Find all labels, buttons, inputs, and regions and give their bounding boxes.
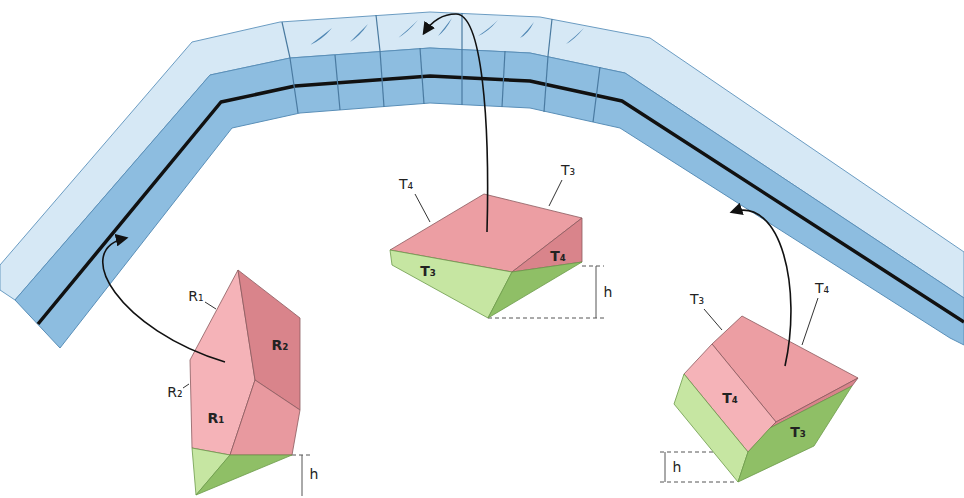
- gash: [438, 18, 452, 36]
- face-label: R₂: [272, 338, 289, 352]
- dim-dash: [488, 318, 604, 319]
- fracture: [335, 55, 340, 110]
- leader-line: [549, 180, 562, 206]
- fracture: [420, 48, 424, 104]
- leader-line: [802, 298, 818, 345]
- leader-line: [704, 309, 722, 330]
- origin-arrow: [732, 210, 791, 366]
- set-label: R₂: [167, 385, 182, 399]
- layer-front-face: [15, 48, 964, 348]
- gash: [310, 28, 332, 45]
- dimension-label: h: [673, 460, 682, 474]
- gash: [350, 24, 368, 42]
- fracture: [461, 13, 462, 49]
- fracture: [593, 67, 600, 122]
- gash: [478, 20, 498, 36]
- block-layer-face: [196, 455, 292, 495]
- dimension-label: h: [310, 467, 319, 481]
- origin-arrows: [103, 14, 791, 366]
- block-t-limb: [674, 316, 858, 482]
- set-label: T₃: [690, 292, 704, 306]
- leader-line: [415, 194, 430, 222]
- face-label: T₄: [722, 391, 738, 405]
- block-r: [190, 270, 300, 495]
- gash: [398, 20, 418, 38]
- block-face: [230, 380, 300, 455]
- leader-line: [205, 302, 216, 309]
- face-label: T₃: [790, 425, 806, 439]
- marker-bed: [38, 76, 964, 324]
- face-label: T₄: [550, 249, 566, 263]
- fracture-lines: [282, 13, 600, 122]
- dim-line: [665, 452, 666, 482]
- origin-arrow: [424, 14, 488, 232]
- block-layer-face: [674, 374, 748, 482]
- fracture: [376, 15, 380, 51]
- face-label: T₃: [420, 264, 436, 278]
- face-label: R₁: [208, 411, 225, 425]
- set-label: T₃: [561, 163, 575, 177]
- fracture: [290, 58, 298, 113]
- dim-dash: [582, 266, 604, 267]
- origin-arrow: [103, 238, 225, 362]
- dimension-label: h: [604, 285, 613, 299]
- block-t-crest: [390, 194, 582, 318]
- fracture: [502, 51, 505, 107]
- set-label: R₁: [188, 289, 203, 303]
- fracture: [544, 56, 548, 112]
- set-label: T₄: [399, 177, 413, 191]
- leader-line: [183, 384, 189, 388]
- dim-line: [302, 455, 303, 496]
- gash: [520, 22, 534, 38]
- dim-dash: [660, 482, 736, 483]
- fracture: [548, 19, 552, 56]
- fracture: [282, 22, 290, 58]
- leader-lines: [183, 180, 818, 388]
- dim-line: [596, 266, 597, 318]
- tension-gashes: [310, 18, 584, 45]
- gash: [566, 28, 584, 44]
- fracture: [380, 51, 384, 107]
- fracture: [461, 49, 462, 105]
- set-label: T₄: [815, 281, 829, 295]
- block-layer-face: [488, 262, 582, 318]
- block-layer-face: [738, 386, 852, 482]
